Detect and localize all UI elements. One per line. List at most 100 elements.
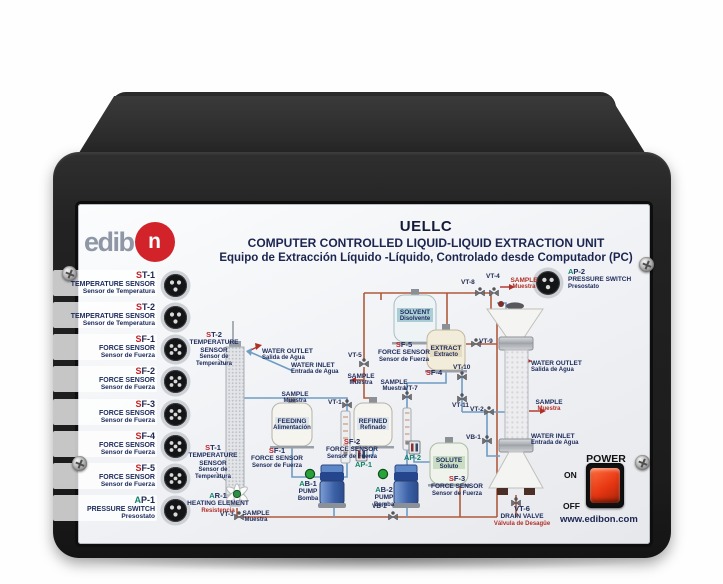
tag-vt11: VT-11 bbox=[452, 402, 469, 409]
din-connector[interactable] bbox=[160, 495, 191, 526]
tag-vt10: VT-10 bbox=[453, 364, 471, 371]
valve-vt8 bbox=[475, 287, 485, 297]
logo-red-circle: n bbox=[134, 222, 175, 262]
valve-vb1 bbox=[482, 435, 492, 445]
sensor-label: SF-3 FORCE SENSOR Sensor de Fuerza bbox=[53, 399, 157, 426]
power-switch-rocker[interactable] bbox=[590, 468, 620, 503]
extraction-column bbox=[486, 301, 544, 495]
st1-label: ST-1 TEMPERATURE SENSOR Sensor de Temper… bbox=[188, 443, 238, 480]
stirrer bbox=[226, 483, 248, 505]
valve-vt1 bbox=[342, 399, 352, 409]
rotameter-vt7 bbox=[402, 407, 412, 451]
din-connector-ap2[interactable] bbox=[532, 267, 564, 299]
sensor-row-sf1: SF-1 FORCE SENSOR Sensor de Fuerza bbox=[53, 334, 197, 365]
valve-vt3 bbox=[234, 511, 244, 521]
valve-vt6 bbox=[511, 497, 521, 507]
sensor-row-sf5: SF-5 FORCE SENSOR Sensor de Fuerza bbox=[53, 463, 197, 494]
tag-vt4: VT-4 bbox=[486, 273, 500, 280]
vessel-solute bbox=[428, 437, 470, 487]
sensor-label: SF-2 FORCE SENSOR Sensor de Fuerza bbox=[53, 366, 157, 393]
din-connector[interactable] bbox=[160, 334, 191, 365]
panel-screw bbox=[635, 455, 650, 470]
ap2-label: AP-2 PRESSURE SWITCH Presostato bbox=[568, 267, 632, 290]
valve-vt11 bbox=[457, 393, 467, 403]
panel-screw bbox=[62, 266, 77, 281]
pressure-switch-ap2-symbol bbox=[408, 440, 421, 455]
vessel-solvent bbox=[392, 289, 438, 345]
panel-screw bbox=[72, 456, 87, 471]
rotameter-vt1 bbox=[340, 410, 351, 464]
power-switch[interactable] bbox=[586, 463, 624, 508]
valve-vt4 bbox=[489, 287, 499, 297]
vessel-feeding bbox=[270, 397, 314, 449]
tag-vb2: VB-2 bbox=[372, 503, 387, 510]
vessel-refined bbox=[352, 397, 394, 449]
tag-vt1: VT-1 bbox=[328, 399, 342, 406]
din-connector[interactable] bbox=[160, 399, 191, 430]
valve-vb2 bbox=[388, 511, 398, 521]
sensor-label: AP-1 PRESSURE SWITCH Presostato bbox=[53, 495, 157, 522]
sensor-row-sf3: SF-3 FORCE SENSOR Sensor de Fuerza bbox=[53, 399, 197, 430]
power-label: POWER bbox=[586, 453, 626, 465]
sensor-label: ST-2 TEMPERATURE SENSOR Sensor de Temper… bbox=[53, 302, 157, 329]
din-connector[interactable] bbox=[160, 463, 191, 494]
heater-label: AR-1 HEATING ELEMENT Resistencia bbox=[187, 491, 249, 514]
st2-label: ST-2 TEMPERATURE SENSOR Sensor de Temper… bbox=[189, 330, 239, 367]
sensor-row-ap1: AP-1 PRESSURE SWITCH Presostato bbox=[53, 495, 197, 526]
din-connector[interactable] bbox=[160, 431, 191, 462]
sensor-row-st2: ST-2 TEMPERATURE SENSOR Sensor de Temper… bbox=[53, 302, 197, 333]
logo-text: edib bbox=[84, 226, 135, 257]
power-on-label: ON bbox=[564, 470, 577, 480]
title-english: COMPUTER CONTROLLED LIQUID-LIQUID EXTRAC… bbox=[247, 236, 605, 250]
panel-screw bbox=[639, 257, 654, 272]
din-connector[interactable] bbox=[160, 366, 191, 397]
header-titles: UELLC COMPUTER CONTROLLED LIQUID-LIQUID … bbox=[200, 218, 652, 264]
pressure-switch-ap1-symbol bbox=[355, 447, 368, 462]
sensor-row-sf4: SF-4 FORCE SENSOR Sensor de Fuerza bbox=[53, 431, 197, 462]
ap1-tag: AP-1 bbox=[355, 460, 373, 469]
power-off-label: OFF bbox=[563, 501, 580, 511]
pump-ab1-indicator bbox=[304, 468, 316, 480]
pump-ab2 bbox=[392, 464, 420, 508]
edibon-logo: edib n bbox=[84, 222, 175, 262]
ap2-tag: AP-2 bbox=[404, 453, 422, 462]
tag-vt2: VT-2 bbox=[470, 406, 484, 413]
din-connector[interactable] bbox=[160, 270, 191, 301]
title-spanish: Equipo de Extracción Líquido -Líquido, C… bbox=[219, 252, 633, 264]
pump-ab1 bbox=[318, 464, 346, 508]
tag-vt3: VT-3 bbox=[220, 511, 234, 518]
tag-vb1: VB-1 bbox=[466, 434, 481, 441]
valve-vt10 bbox=[457, 371, 467, 381]
website-text: www.edibon.com bbox=[560, 514, 638, 525]
valve-vt9 bbox=[471, 338, 481, 348]
model-name: UELLC bbox=[399, 218, 453, 235]
sensor-label: SF-4 FORCE SENSOR Sensor de Fuerza bbox=[53, 431, 157, 458]
din-connector[interactable] bbox=[160, 302, 191, 333]
tag-vt7: VT-7 bbox=[404, 385, 418, 392]
valve-vt2 bbox=[484, 406, 494, 416]
tag-vt9: VT-9 bbox=[479, 338, 493, 345]
sensor-row-st1: ST-1 TEMPERATURE SENSOR Sensor de Temper… bbox=[53, 270, 197, 301]
pump-ab2-indicator bbox=[377, 468, 389, 480]
